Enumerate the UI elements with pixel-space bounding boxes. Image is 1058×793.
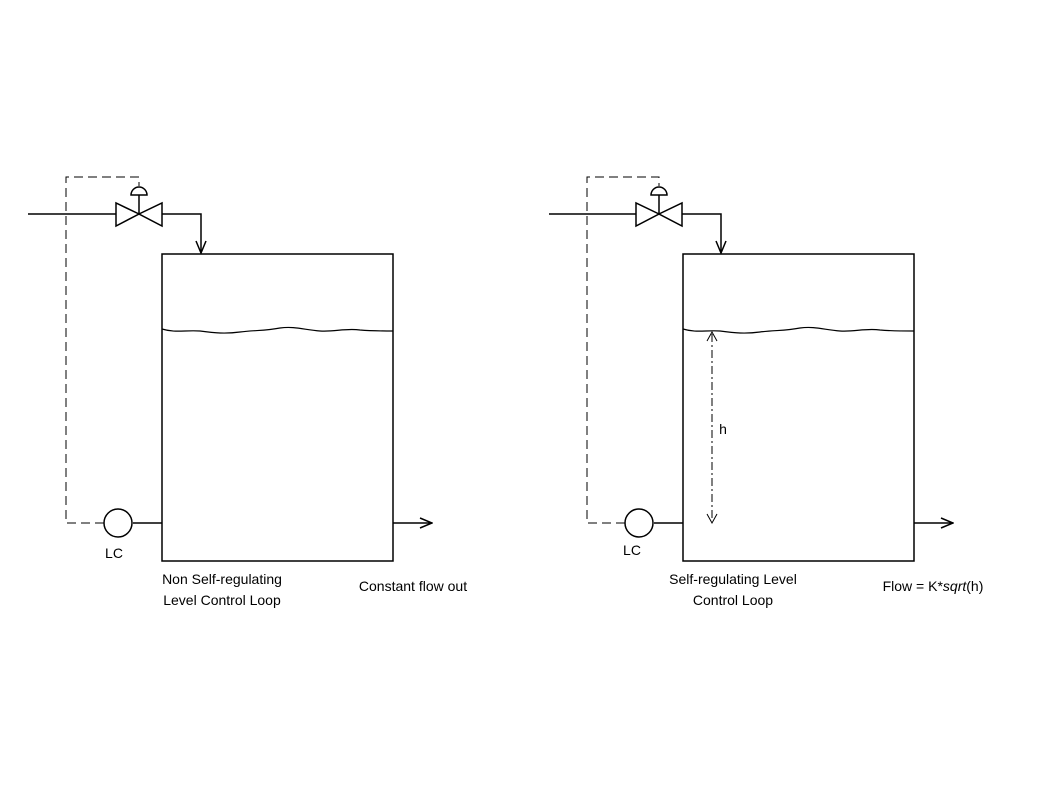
left-tank xyxy=(161,253,394,562)
height-arrow-top xyxy=(706,330,718,342)
right-signal-line xyxy=(586,176,660,524)
left-outflow-label: Constant flow out xyxy=(358,578,468,594)
left-caption-line1: Non Self-regulating xyxy=(162,571,282,587)
outflow-func: sqrt xyxy=(942,578,967,594)
right-control-valve xyxy=(635,186,683,228)
right-feed-pipe xyxy=(682,213,721,253)
right-caption-line1: Self-regulating Level xyxy=(669,571,797,587)
left-level-controller xyxy=(103,508,133,538)
right-level-controller xyxy=(624,508,654,538)
left-signal-line xyxy=(65,176,140,524)
outflow-prefix: Flow = K* xyxy=(882,578,943,594)
right-lc-tag: LC xyxy=(623,542,641,558)
right-tank xyxy=(682,253,915,562)
right-outflow-label: Flow = K*sqrt(h) xyxy=(853,576,1013,597)
outflow-suffix: (h) xyxy=(966,578,984,594)
right-caption-line2: Control Loop xyxy=(692,592,774,608)
left-control-valve xyxy=(115,186,163,228)
height-arrow-bottom xyxy=(706,513,718,525)
right-loop xyxy=(549,176,953,562)
height-label: h xyxy=(719,421,727,437)
left-liquid-surface xyxy=(161,326,394,334)
left-lc-tag: LC xyxy=(105,545,123,561)
right-liquid-surface xyxy=(682,326,915,334)
left-feed-pipe xyxy=(162,213,201,253)
left-caption-line2: Level Control Loop xyxy=(163,592,281,608)
left-loop xyxy=(28,176,432,562)
